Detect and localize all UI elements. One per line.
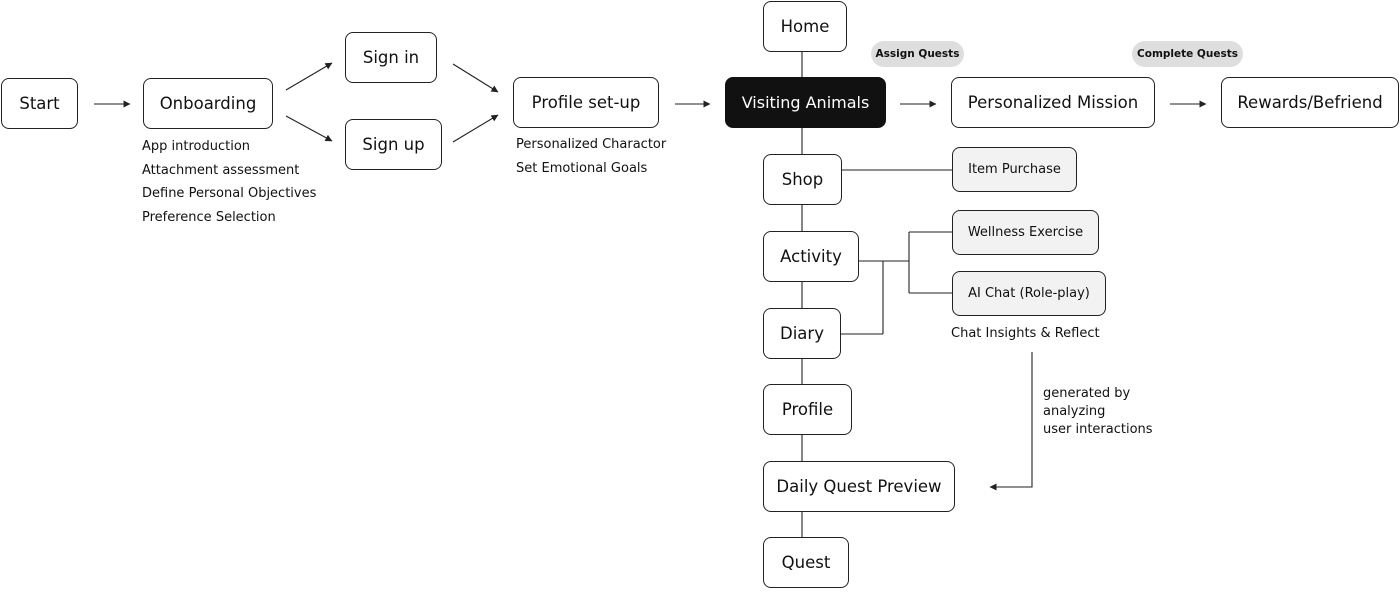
activity-node: Activity [763,231,859,282]
activity-label: Activity [780,247,842,266]
onboarding-node: Onboarding [143,78,273,129]
profile-setup-notes: Personalized Charactor Set Emotional Goa… [516,133,666,180]
chat-insights-label: Chat Insights & Reflect [951,326,1100,341]
visiting-animals-label: Visiting Animals [741,93,870,112]
start-label: Start [19,94,60,113]
home-node: Home [763,1,847,52]
onboarding-notes: App introduction Attachment assessment D… [142,135,316,229]
shop-label: Shop [781,170,824,189]
personalized-mission-node: Personalized Mission [951,77,1155,128]
profile-label: Profile [781,400,834,419]
assign-quests-label: Assign Quests [875,48,960,60]
rewards-befriend-node: Rewards/Befriend [1221,77,1399,128]
rewards-befriend-label: Rewards/Befriend [1237,93,1383,112]
diary-node: Diary [763,308,841,359]
profile-node: Profile [763,384,852,435]
daily-quest-preview-label: Daily Quest Preview [776,477,942,496]
note-attachment-assessment: Attachment assessment [142,162,300,178]
note-set-emotional-goals: Set Emotional Goals [516,160,648,176]
item-purchase-label: Item Purchase [968,162,1061,177]
sign-up-node: Sign up [345,119,442,170]
wellness-exercise-label: Wellness Exercise [967,225,1084,240]
onboarding-label: Onboarding [159,94,257,113]
wellness-exercise-node: Wellness Exercise [952,210,1099,255]
arrow-onboarding-to-sign-up [285,115,333,142]
arrow-onboarding-to-sign-in [285,62,333,91]
sign-in-node: Sign in [345,32,437,83]
complete-quests-badge: Complete Quests [1132,41,1243,67]
sign-in-label: Sign in [362,48,420,67]
arrow-sign-in-to-profile-setup [452,63,499,93]
quest-label: Quest [781,553,831,572]
visiting-animals-node: Visiting Animals [725,77,886,128]
home-label: Home [780,17,830,36]
daily-quest-preview-node: Daily Quest Preview [763,461,955,512]
arrow-insights-to-daily-quest-preview [989,352,1033,491]
note-preference-selection: Preference Selection [142,209,276,225]
complete-quests-label: Complete Quests [1137,48,1238,60]
shop-node: Shop [763,154,842,205]
ai-chat-node: AI Chat (Role-play) [952,271,1106,316]
chat-insights-note: Chat Insights & Reflect [951,322,1100,346]
insight-note-line-3: user interactions [1043,422,1153,437]
profile-setup-label: Profile set-up [531,93,641,112]
start-node: Start [1,78,78,129]
sign-up-label: Sign up [362,135,425,154]
insight-note-line-1: generated by [1043,386,1131,401]
arrow-sign-up-to-profile-setup [452,114,499,143]
assign-quests-badge: Assign Quests [871,41,964,67]
quest-node: Quest [763,537,849,588]
note-personalized-charactor: Personalized Charactor [516,137,667,152]
profile-setup-node: Profile set-up [513,77,659,128]
insight-note-line-2: analyzing [1043,404,1106,419]
insight-generation-note: generated by analyzing user interactions [1043,385,1153,439]
personalized-mission-label: Personalized Mission [967,93,1139,112]
diary-label: Diary [780,324,824,343]
ai-chat-label: AI Chat (Role-play) [968,286,1090,301]
note-app-introduction: App introduction [142,139,251,154]
item-purchase-node: Item Purchase [952,147,1077,192]
note-define-personal-objectives: Define Personal Objectives [142,186,317,201]
